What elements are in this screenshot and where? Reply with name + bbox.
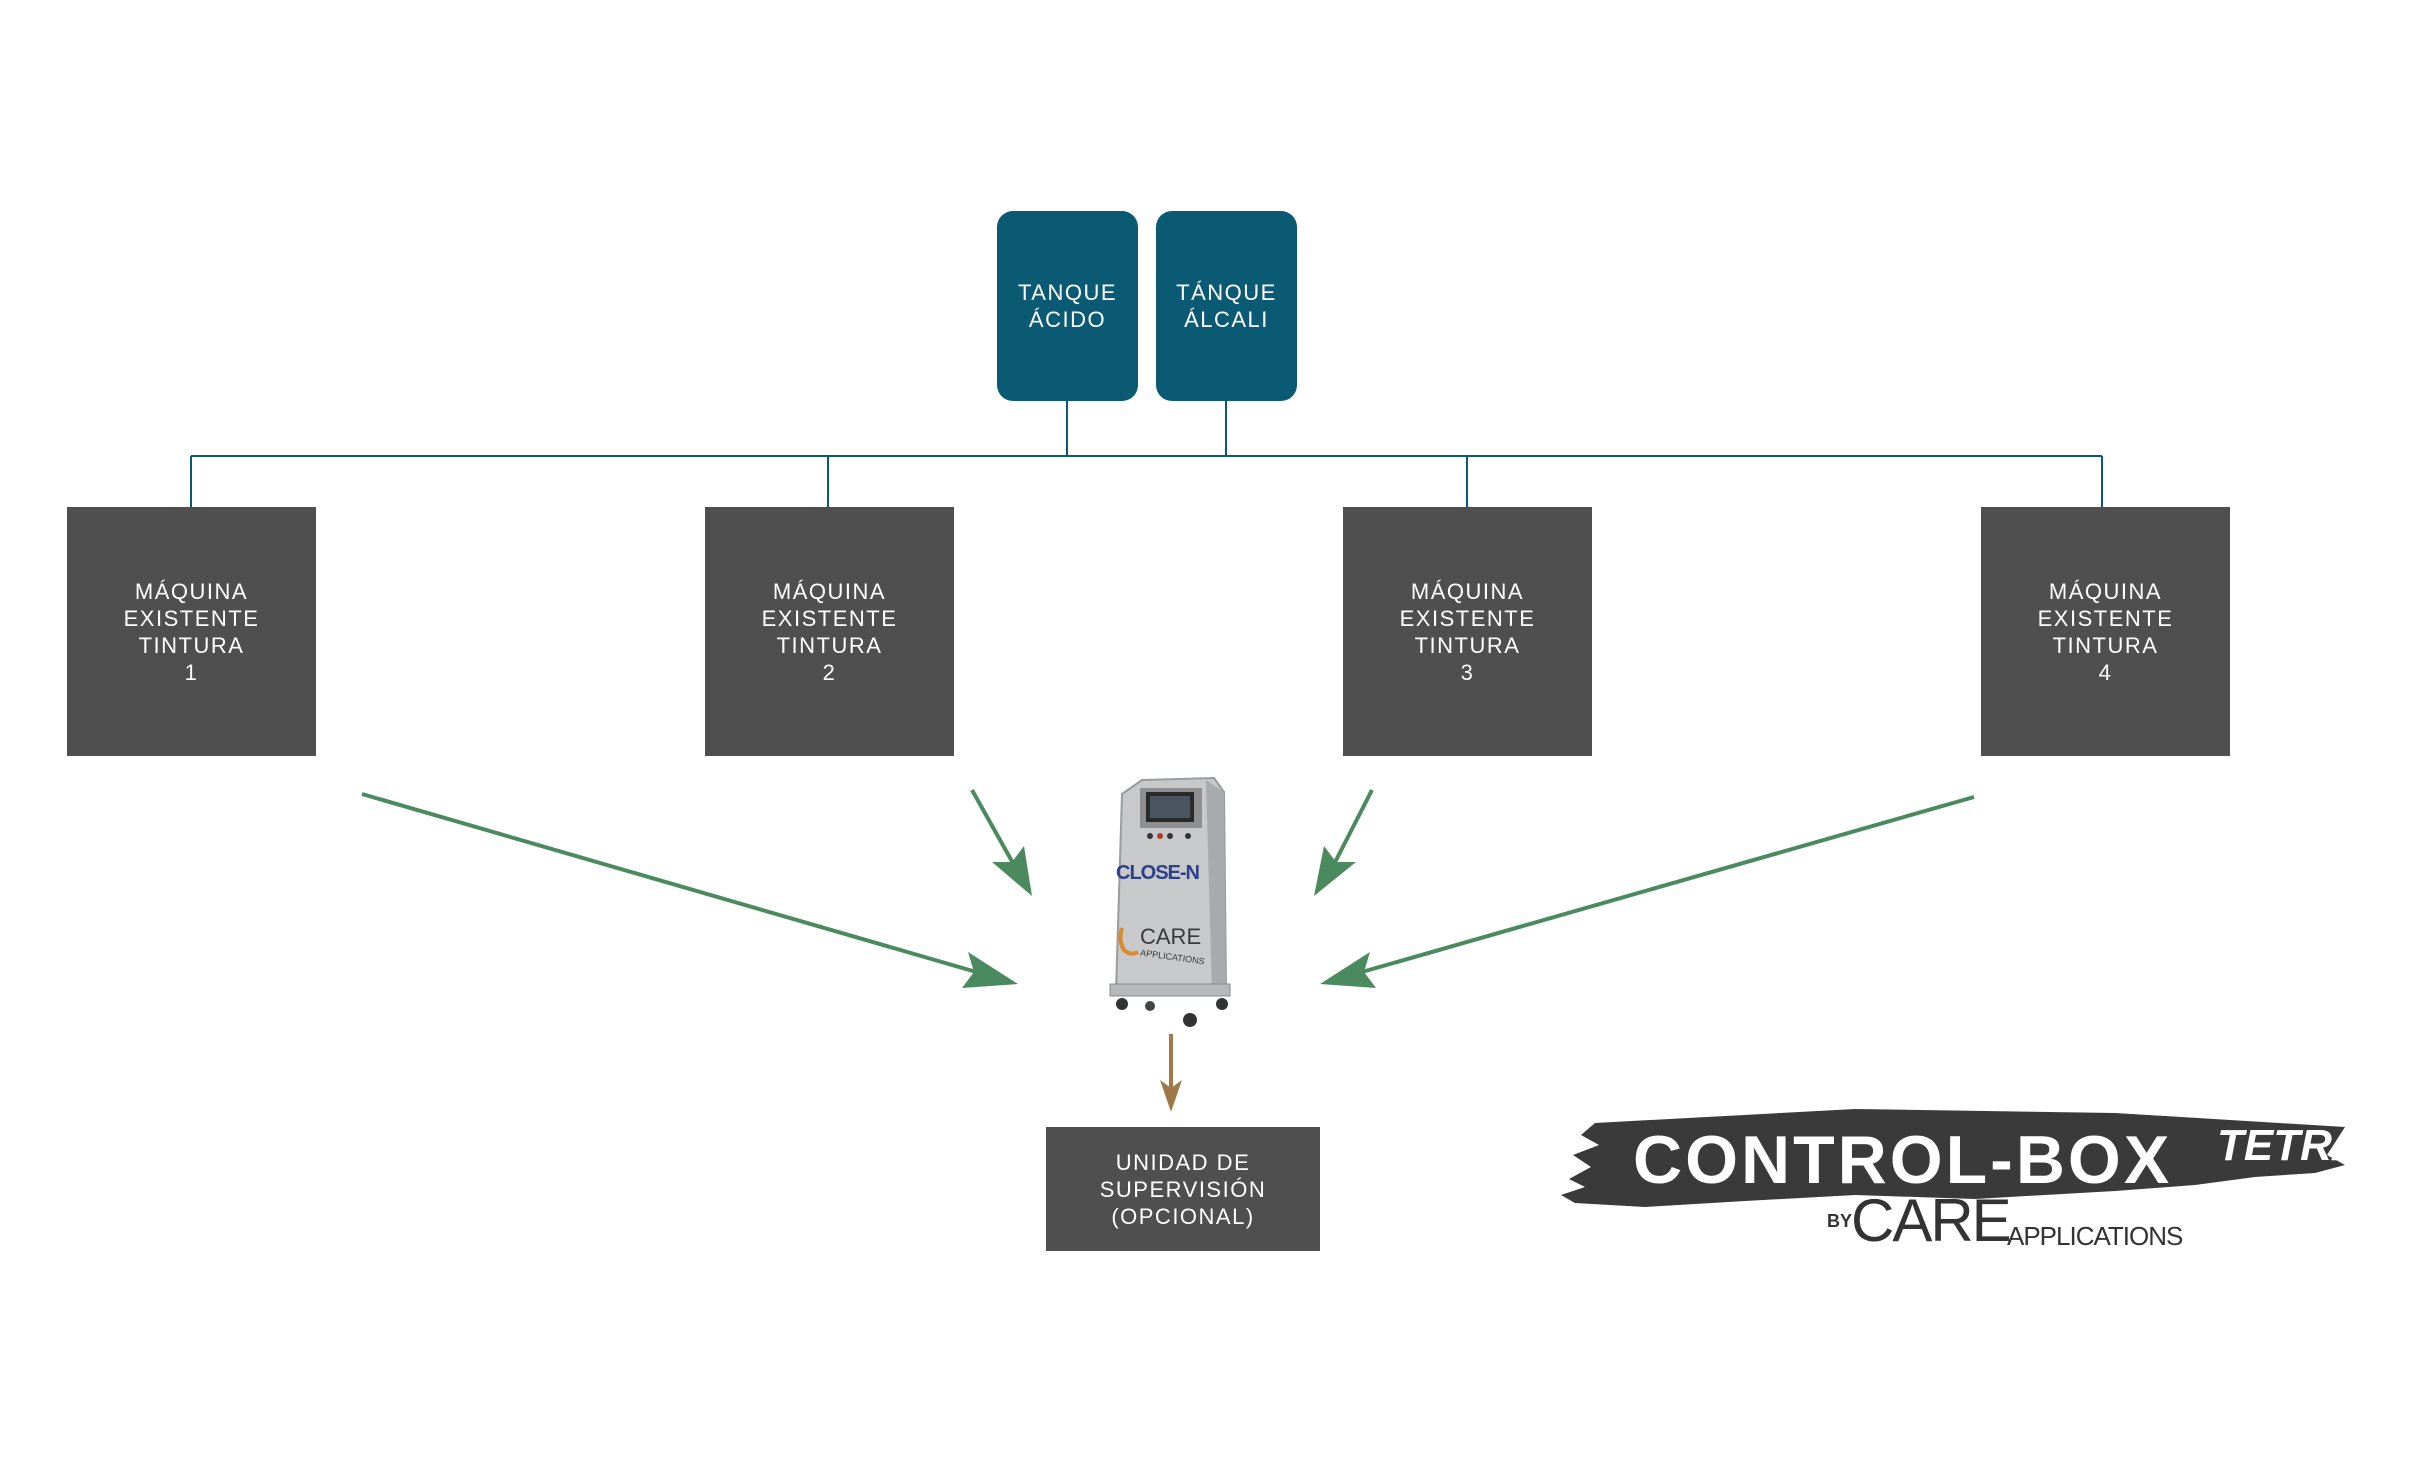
tank-alkali: TÁNQUE ÁLCALI: [1156, 211, 1297, 401]
logo-suffix: TETRA: [2217, 1121, 2364, 1170]
logo-care: CARE: [1851, 1187, 2012, 1254]
machine-4: MÁQUINA EXISTENTE TINTURA 4: [1981, 507, 2230, 756]
machine-2-number: 2: [822, 659, 837, 685]
machine-4-line3: TINTURA: [2052, 632, 2159, 658]
logo-brush-stroke: [1561, 1109, 2345, 1207]
output-arrow: [1160, 1034, 1182, 1112]
tank-acid-line2: ÁCIDO: [1028, 307, 1107, 332]
machine-2-line1: MÁQUINA: [772, 578, 887, 604]
machine-1-number: 1: [184, 659, 199, 685]
machine-2-line2: EXISTENTE: [761, 605, 898, 631]
flow-arrow-4: [1320, 795, 1975, 988]
machine-2-line3: TINTURA: [776, 632, 883, 658]
flow-arrow-1: [361, 792, 1018, 988]
machine-3-line2: EXISTENTE: [1399, 605, 1536, 631]
machine-1-line3: TINTURA: [138, 632, 245, 658]
supervision-line3: (OPCIONAL): [1111, 1203, 1255, 1229]
machine-3-line1: MÁQUINA: [1410, 578, 1525, 604]
machine-1: MÁQUINA EXISTENTE TINTURA 1: [67, 507, 316, 756]
tank-acid-line1: TANQUE: [1017, 280, 1118, 305]
supervision-unit: UNIDAD DE SUPERVISIÓN (OPCIONAL): [1046, 1127, 1320, 1251]
machine-3-number: 3: [1460, 659, 1475, 685]
tank-alkali-line1: TÁNQUE: [1176, 280, 1277, 305]
logo-applications: APPLICATIONS: [2007, 1221, 2183, 1251]
tank-alkali-line2: ÁLCALI: [1184, 307, 1269, 332]
flow-arrow-3: [1314, 789, 1374, 896]
close-n-device: [1109, 776, 1231, 1027]
machine-3-line3: TINTURA: [1414, 632, 1521, 658]
flow-arrow-2: [970, 789, 1032, 896]
device-brand-label: CLOSE-N: [1116, 862, 1200, 884]
machine-4-number: 4: [2098, 659, 2113, 685]
control-box-tetra-logo: CONTROL-BOX TETRA BY CARE APPLICATIONS: [1555, 1103, 2364, 1268]
device-maker-label: CARE: [1140, 924, 1202, 949]
tank-acid: TANQUE ÁCIDO: [997, 211, 1138, 401]
machine-4-line1: MÁQUINA: [2048, 578, 2163, 604]
supervision-line2: SUPERVISIÓN: [1099, 1176, 1267, 1202]
machine-4-line2: EXISTENTE: [2037, 605, 2174, 631]
logo-title: CONTROL-BOX: [1633, 1122, 2173, 1198]
machine-3: MÁQUINA EXISTENTE TINTURA 3: [1343, 507, 1592, 756]
machine-1-line1: MÁQUINA: [134, 578, 249, 604]
machine-2: MÁQUINA EXISTENTE TINTURA 2: [705, 507, 954, 756]
logo-by: BY: [1827, 1211, 1853, 1231]
machine-1-line2: EXISTENTE: [123, 605, 260, 631]
supervision-line1: UNIDAD DE: [1115, 1149, 1251, 1175]
